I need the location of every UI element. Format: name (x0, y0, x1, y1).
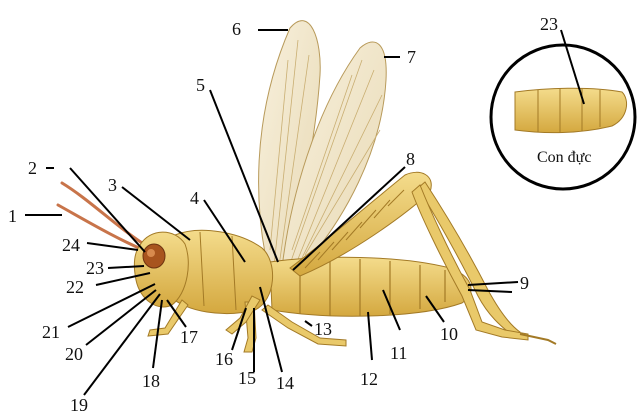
label-15: 15 (238, 369, 256, 387)
compound-eye (143, 244, 165, 268)
label-14: 14 (276, 374, 294, 392)
label-21: 21 (42, 323, 60, 341)
label-11: 11 (390, 344, 407, 362)
label-23: 23 (86, 259, 104, 277)
label-10: 10 (440, 325, 458, 343)
label-12: 12 (360, 370, 378, 388)
label-24: 24 (62, 236, 80, 254)
label-17: 17 (180, 328, 198, 346)
label-4: 4 (190, 189, 199, 207)
label-22: 22 (66, 278, 84, 296)
inset-label-23: 23 (540, 15, 558, 33)
label-7: 7 (407, 48, 416, 66)
label-3: 3 (108, 176, 117, 194)
label-6: 6 (232, 20, 241, 38)
label-1: 1 (8, 207, 17, 225)
inset-caption: Con đực (537, 150, 591, 166)
label-5: 5 (196, 76, 205, 94)
label-9: 9 (520, 274, 529, 292)
label-18: 18 (142, 372, 160, 390)
label-8: 8 (406, 150, 415, 168)
label-2: 2 (28, 159, 37, 177)
label-13: 13 (314, 320, 332, 338)
label-16: 16 (215, 350, 233, 368)
label-19: 19 (70, 396, 88, 414)
label-20: 20 (65, 345, 83, 363)
head (134, 232, 188, 307)
